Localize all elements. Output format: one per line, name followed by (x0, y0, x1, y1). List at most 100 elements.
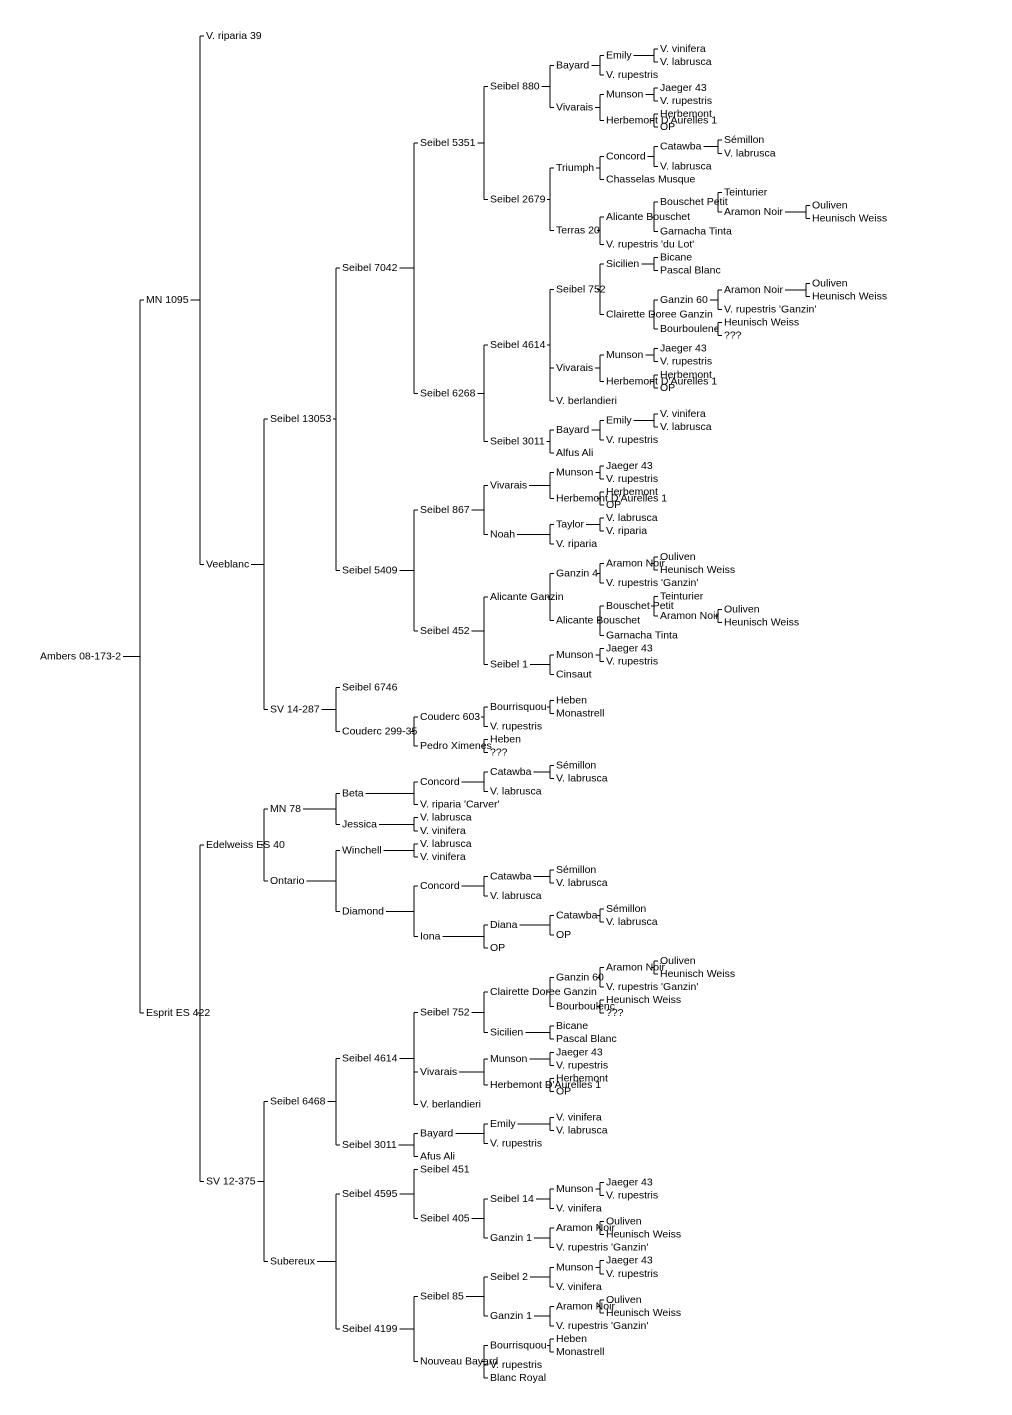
cultivar-v-rupestris: V. rupestris (606, 473, 658, 485)
cultivar-vivarais: Vivarais (556, 102, 593, 114)
cultivar-v-berlandieri: V. berlandieri (420, 1098, 481, 1110)
cultivar-v-rupestris-ganzin: V. rupestris 'Ganzin' (556, 1242, 648, 1254)
cultivar-beta: Beta (342, 787, 364, 799)
cultivar-v-vinifera: V. vinifera (420, 825, 466, 837)
cultivar-sv-14-287: SV 14-287 (270, 703, 320, 715)
cultivar-iona: Iona (420, 931, 441, 943)
cultivar-jaeger-43: Jaeger 43 (606, 642, 653, 654)
cultivar-ontario: Ontario (270, 875, 305, 887)
cultivar-aramon-noir: Aramon Noir (556, 1300, 615, 1312)
cultivar-sv-12-375: SV 12-375 (206, 1176, 256, 1188)
cultivar-diamond: Diamond (342, 905, 384, 917)
cultivar-ganzin-60: Ganzin 60 (556, 971, 604, 983)
cultivar-munson: Munson (556, 649, 594, 661)
cultivar-vivarais: Vivarais (490, 480, 527, 492)
cultivar-v-rupestris-ganzin: V. rupestris 'Ganzin' (606, 577, 698, 589)
cultivar-sicilien: Sicilien (606, 258, 639, 270)
cultivar-ouliven: Ouliven (660, 551, 696, 563)
cultivar-seibel-4614: Seibel 4614 (490, 339, 546, 351)
cultivar-jaeger-43: Jaeger 43 (660, 343, 707, 355)
cultivar-seibel-1: Seibel 1 (490, 659, 528, 671)
cultivar-pedro-ximenes: Pedro Ximenes (420, 740, 492, 752)
cultivar-vivarais: Vivarais (420, 1066, 457, 1078)
cultivar-seibel-4199: Seibel 4199 (342, 1323, 398, 1335)
cultivar-unknown: ??? (490, 747, 508, 759)
cultivar-catawba: Catawba (490, 766, 532, 778)
cultivar-jaeger-43: Jaeger 43 (606, 1255, 653, 1267)
cultivar-herbemont-d-aurelles-1: Herbemont D'Aurelles 1 (490, 1079, 601, 1091)
cultivar-seibel-2: Seibel 2 (490, 1271, 528, 1283)
cultivar-seibel-752: Seibel 752 (420, 1006, 470, 1018)
cultivar-seibel-752: Seibel 752 (556, 283, 606, 295)
cultivar-winchell: Winchell (342, 844, 382, 856)
cultivar-v-rupestris: V. rupestris (606, 1190, 658, 1202)
cultivar-seibel-6268: Seibel 6268 (420, 387, 476, 399)
cultivar-pascal-blanc: Pascal Blanc (556, 1033, 617, 1045)
cultivar-aramon-noir: Aramon Noir (556, 1222, 615, 1234)
cultivar-bourrisquou: Bourrisquou (490, 1339, 547, 1351)
cultivar-bourboulenc: Bourboulenc (556, 1001, 615, 1013)
cultivar-v-riparia-39: V. riparia 39 (206, 30, 262, 42)
cultivar-bayard: Bayard (556, 59, 589, 71)
cultivar-v-vinifera: V. vinifera (556, 1203, 602, 1215)
cultivar-bayard: Bayard (420, 1128, 453, 1140)
cultivar-diana: Diana (490, 919, 518, 931)
cultivar-heunisch-weiss: Heunisch Weiss (606, 1229, 681, 1241)
cultivar-catawba: Catawba (556, 909, 598, 921)
cultivar-aramon-noir: Aramon Noir (606, 558, 665, 570)
cultivar-vivarais: Vivarais (556, 362, 593, 374)
cultivar-monastrell: Monastrell (556, 1346, 604, 1358)
cultivar-heunisch-weiss: Heunisch Weiss (606, 1307, 681, 1319)
cultivar-v-riparia: V. riparia (606, 525, 647, 537)
cultivar-munson: Munson (556, 466, 594, 478)
cultivar-v-rupestris: V. rupestris (490, 1137, 542, 1149)
cultivar-terras-20: Terras 20 (556, 225, 600, 237)
cultivar-jaeger-43: Jaeger 43 (606, 460, 653, 472)
cultivar-ganzin-1: Ganzin 1 (490, 1310, 532, 1322)
cultivar-catawba: Catawba (490, 870, 532, 882)
cultivar-ouliven: Ouliven (812, 278, 848, 290)
cultivar-v-labrusca: V. labrusca (660, 160, 712, 172)
cultivar-chasselas-musque: Chasselas Musque (606, 173, 695, 185)
cultivar-heunisch-weiss: Heunisch Weiss (724, 317, 799, 329)
cultivar-v-rupestris: V. rupestris (660, 356, 712, 368)
cultivar-seibel-451: Seibel 451 (420, 1164, 470, 1176)
cultivar-v-labrusca: V. labrusca (724, 147, 776, 159)
cultivar-nouveau-bayard: Nouveau Bayard (420, 1356, 498, 1368)
cultivar-munson: Munson (556, 1183, 594, 1195)
cultivar-emily: Emily (606, 50, 632, 62)
cultivar-s-millon: Sémillon (724, 134, 764, 146)
cultivar-heunisch-weiss: Heunisch Weiss (606, 994, 681, 1006)
cultivar-aramon-noir: Aramon Noir (660, 610, 719, 622)
cultivar-v-labrusca: V. labrusca (606, 916, 658, 928)
cultivar-seibel-7042: Seibel 7042 (342, 262, 398, 274)
cultivar-afus-ali: Afus Ali (420, 1151, 455, 1163)
cultivar-veeblanc: Veeblanc (206, 558, 249, 570)
cultivar-jessica: Jessica (342, 818, 377, 830)
cultivar-bouschet-petit: Bouschet Petit (606, 600, 674, 612)
cultivar-garnacha-tinta: Garnacha Tinta (660, 225, 732, 237)
cultivar-v-labrusca: V. labrusca (420, 838, 472, 850)
cultivar-op: OP (556, 929, 571, 941)
cultivar-munson: Munson (606, 89, 644, 101)
cultivar-v-labrusca: V. labrusca (660, 421, 712, 433)
cultivar-v-vinifera: V. vinifera (660, 408, 706, 420)
cultivar-herbemont-d-aurelles-1: Herbemont D'Aurelles 1 (606, 375, 717, 387)
cultivar-herbemont-d-aurelles-1: Herbemont D'Aurelles 1 (556, 493, 667, 505)
cultivar-ganzin-1: Ganzin 1 (490, 1232, 532, 1244)
cultivar-v-rupestris-ganzin: V. rupestris 'Ganzin' (606, 981, 698, 993)
cultivar-v-rupestris: V. rupestris (606, 69, 658, 81)
cultivar-aramon-noir: Aramon Noir (606, 962, 665, 974)
cultivar-jaeger-43: Jaeger 43 (606, 1177, 653, 1189)
cultivar-aramon-noir: Aramon Noir (724, 206, 783, 218)
cultivar-v-labrusca: V. labrusca (556, 1124, 608, 1136)
cultivar-bicane: Bicane (660, 251, 692, 263)
connector-lines (123, 35, 810, 1379)
cultivar-clairette-doree-ganzin: Clairette Doree Ganzin (606, 308, 713, 320)
cultivar-couderc-603: Couderc 603 (420, 711, 480, 723)
cultivar-ouliven: Ouliven (812, 199, 848, 211)
cultivar-heben: Heben (556, 694, 587, 706)
cultivar-v-labrusca: V. labrusca (556, 773, 608, 785)
cultivar-seibel-452: Seibel 452 (420, 625, 470, 637)
cultivar-v-labrusca: V. labrusca (660, 56, 712, 68)
